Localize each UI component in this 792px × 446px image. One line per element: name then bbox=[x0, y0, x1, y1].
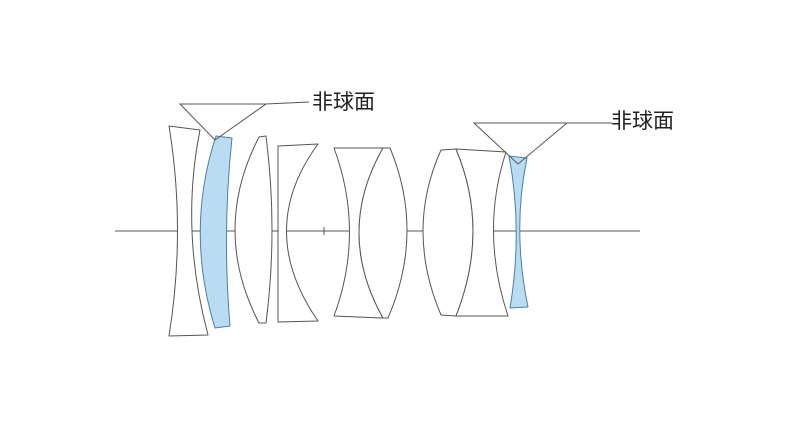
callout-aspheric-left: 非球面 bbox=[312, 90, 375, 114]
lens-element-4 bbox=[277, 143, 319, 323]
leader-right bbox=[472, 122, 612, 165]
lens-element-9-aspheric bbox=[508, 155, 529, 309]
lens-element-3 bbox=[234, 135, 273, 324]
leader-left bbox=[178, 101, 310, 141]
lens-element-8 bbox=[455, 148, 509, 317]
lens-element-2-aspheric bbox=[199, 135, 233, 329]
lens-element-6 bbox=[358, 147, 408, 319]
lens-element-1 bbox=[168, 125, 209, 337]
callout-aspheric-right: 非球面 bbox=[611, 109, 674, 133]
